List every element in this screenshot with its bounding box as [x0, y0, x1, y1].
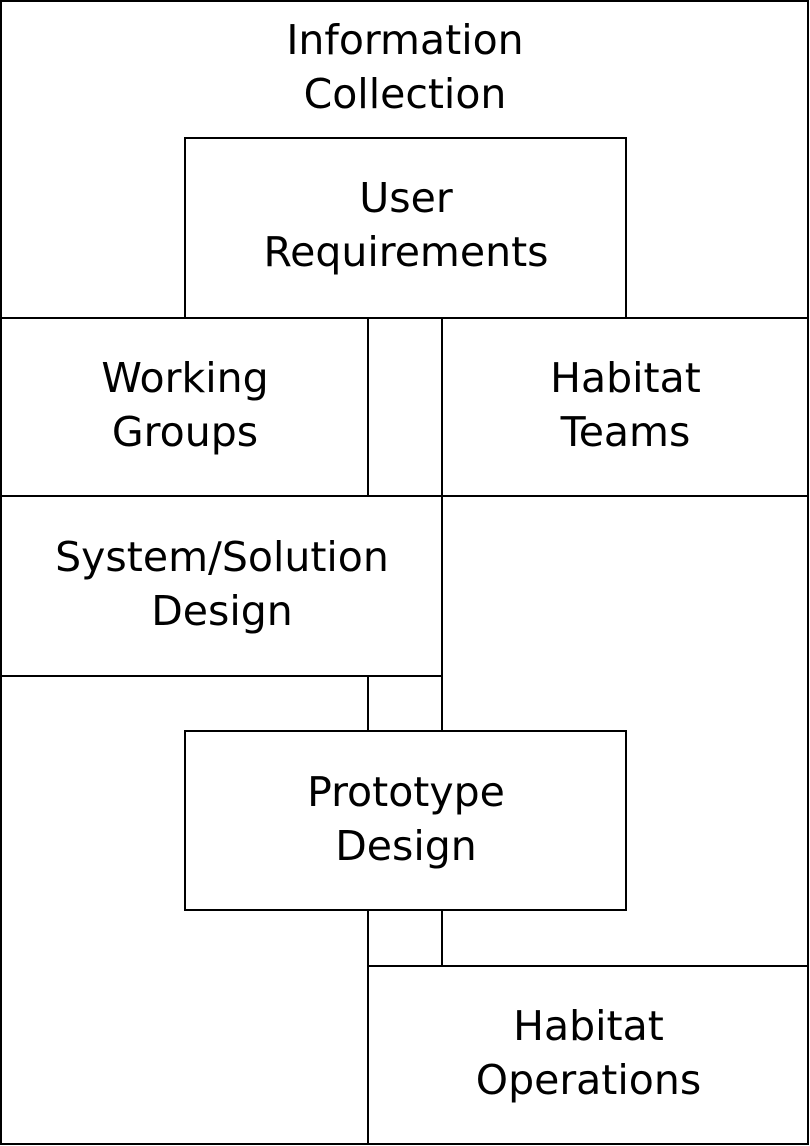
habitat-operations-line-1: Habitat [513, 1002, 664, 1050]
information-collection-line-2: Collection [303, 70, 507, 118]
prototype-design-line-2: Design [335, 822, 477, 870]
prototype-design-box [184, 730, 627, 911]
prototype-design-line-1: Prototype [307, 768, 505, 816]
habitat-teams-line-1: Habitat [550, 354, 701, 402]
habitat-teams-line-2: Teams [560, 408, 691, 456]
system-solution-design-line-2: Design [151, 587, 293, 635]
system-solution-design-line-1: System/Solution [55, 533, 389, 581]
user-requirements-label: User Requirements [186, 170, 626, 280]
prototype-design-label: Prototype Design [186, 764, 626, 874]
working-groups-line-1: Working [101, 354, 269, 402]
system-solution-design-label: System/Solution Design [2, 529, 442, 639]
information-collection-label: Information Collection [200, 12, 610, 122]
user-requirements-box [184, 137, 627, 319]
working-groups-line-2: Groups [111, 408, 259, 456]
habitat-teams-label: Habitat Teams [443, 350, 808, 460]
user-requirements-line-1: User [359, 174, 453, 222]
working-groups-label: Working Groups [2, 350, 368, 460]
user-requirements-line-2: Requirements [263, 228, 549, 276]
habitat-operations-label: Habitat Operations [369, 998, 808, 1108]
habitat-operations-line-2: Operations [475, 1056, 702, 1104]
information-collection-line-1: Information [286, 16, 524, 64]
